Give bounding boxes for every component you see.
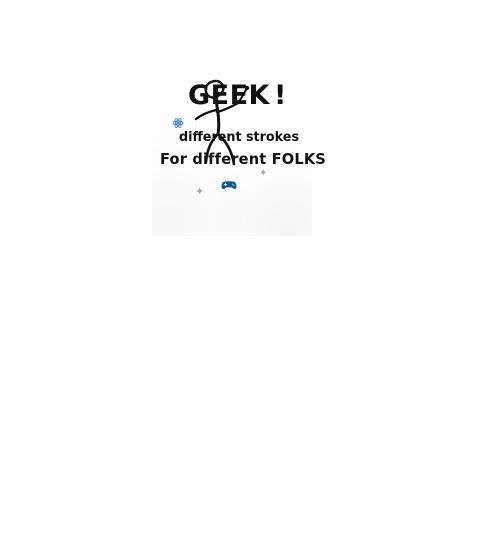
- game-controller-icon: [221, 181, 237, 189]
- atom-icon: [172, 118, 184, 128]
- geek-tshirt-artwork: GEEK! different strokes For different FO…: [152, 74, 326, 236]
- sparkle-icon: ✦: [195, 185, 205, 198]
- stick-figure-illustration: [194, 79, 250, 166]
- artwork-title-exclamation: !: [273, 80, 287, 111]
- artwork-tagline-1: different strokes: [179, 130, 300, 145]
- artwork-title-text: GEEK: [188, 80, 270, 111]
- sparkle-icon: ✦: [259, 168, 268, 179]
- artwork-title: GEEK!: [188, 82, 287, 109]
- artwork-tagline-2: For different FOLKS: [160, 150, 326, 168]
